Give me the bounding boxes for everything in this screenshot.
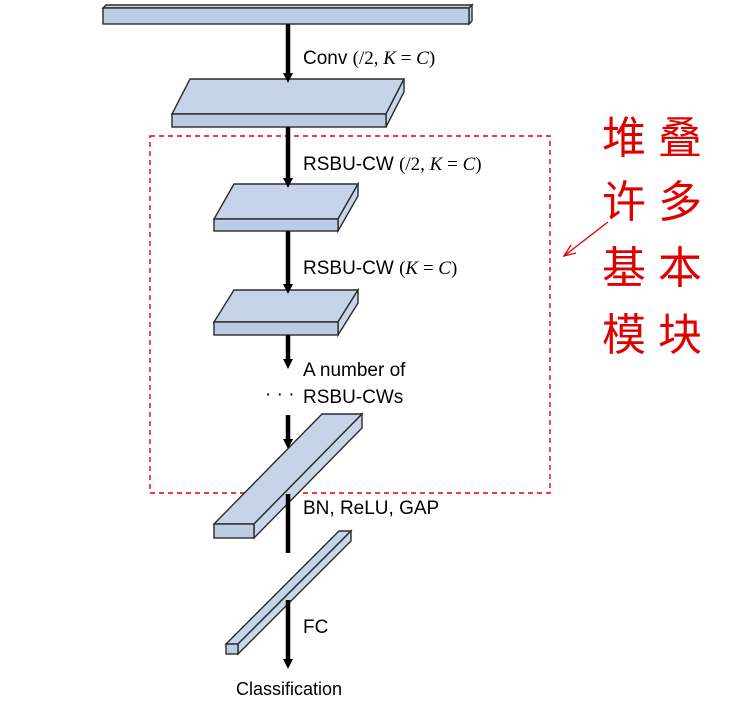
rsbu-cws-label: RSBU-CWs — [303, 387, 403, 408]
annotation-char-2-4: 块 — [658, 310, 702, 361]
fc-label: FC — [303, 617, 328, 638]
annotation-char-2-1: 叠 — [658, 113, 702, 164]
annotation-char-1-2: 许 — [602, 177, 646, 228]
annotation-char-1-1: 堆 — [602, 113, 646, 164]
annotation-char-1-4: 模 — [602, 310, 646, 361]
annotation-arrowhead — [562, 244, 577, 258]
rsbu-block — [212, 287, 360, 338]
rsbu-stack-output-block — [212, 412, 364, 540]
annotation-char-2-3: 本 — [658, 243, 702, 294]
stacked-blocks-highlight-box — [149, 135, 551, 494]
conv-label: Conv (/2, K = C) — [303, 48, 435, 69]
bn-relu-gap-label: BN, ReLU, GAP — [303, 498, 439, 519]
fc-block — [224, 529, 353, 656]
number-of-label: A number of — [303, 360, 406, 381]
rsbu-downsample-label: RSBU-CW (/2, K = C) — [303, 154, 482, 175]
annotation-char-1-3: 基 — [602, 243, 646, 294]
annotation-arrow — [563, 221, 609, 257]
conv-output-block — [170, 78, 406, 128]
classification-label: Classification — [236, 679, 342, 699]
annotation-char-2-2: 多 — [658, 177, 702, 228]
input-block — [101, 3, 474, 26]
ellipsis: · · · — [265, 384, 295, 405]
rsbu-block-downsample — [212, 181, 360, 234]
rsbu-label: RSBU-CW (K = C) — [303, 258, 457, 279]
